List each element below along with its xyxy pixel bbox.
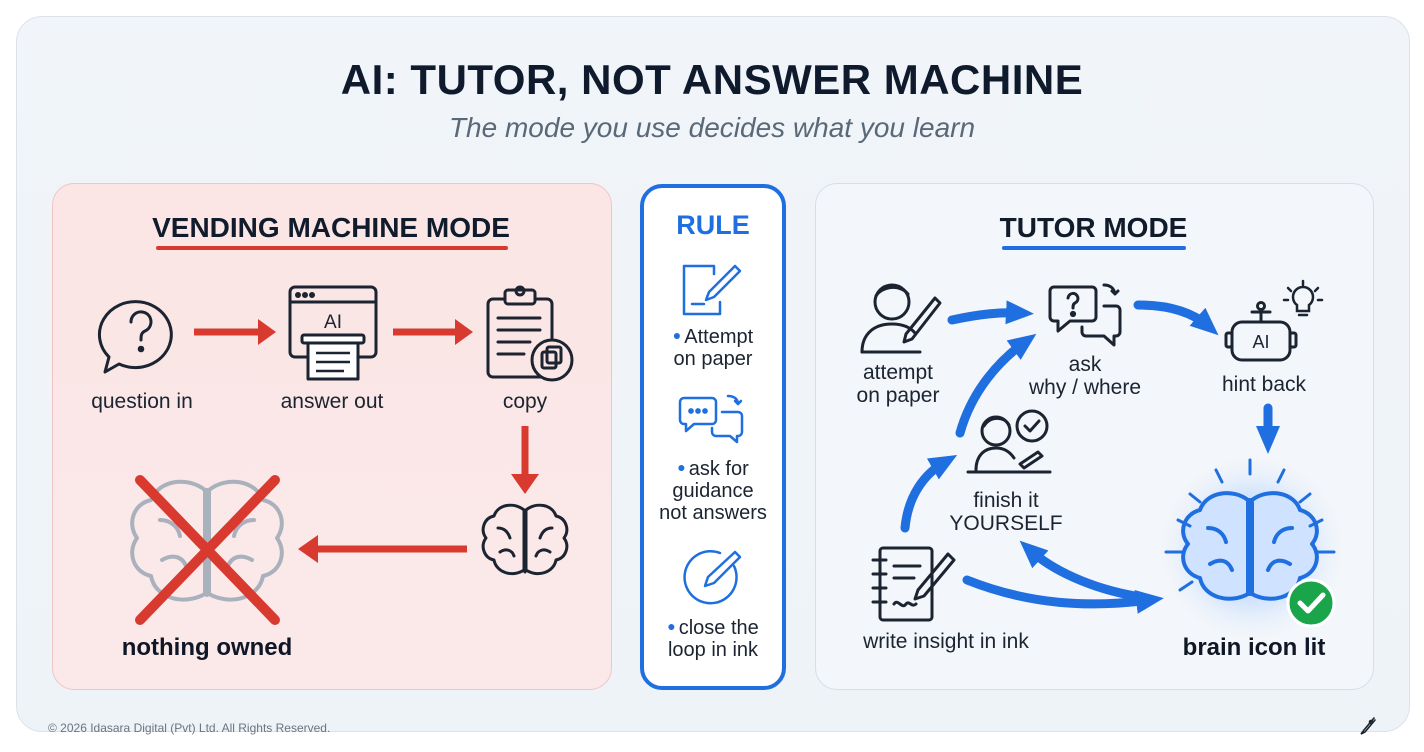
pen-nib-icon xyxy=(1360,717,1376,735)
tutor-heading: TUTOR MODE xyxy=(999,212,1188,243)
attempt-line2: on paper xyxy=(856,384,940,407)
arrow-ask-to-hint xyxy=(1133,300,1219,336)
lightbulb-icon xyxy=(1282,279,1324,317)
cross-out-mark xyxy=(135,475,280,625)
person-writing-icon xyxy=(860,283,942,354)
bullet-icon: ● xyxy=(677,459,686,475)
bullet-icon: ● xyxy=(672,327,682,343)
arrow-attempt-to-ask xyxy=(947,300,1034,325)
question-in-label: question in xyxy=(91,390,193,413)
ask-line2: why / where xyxy=(1028,376,1142,399)
ask-why-where-label: ask why / where xyxy=(1015,353,1155,399)
rule-item-2: ●ask for guidance not answers xyxy=(644,456,782,524)
rule-item-2-line2: guidance xyxy=(672,480,754,502)
hint-back-label: hint back xyxy=(1221,373,1307,396)
finish-it-yourself-label: finish it YOURSELF xyxy=(946,489,1066,535)
rule-item-2-line1: ask for xyxy=(688,458,749,480)
rule-item-2-line3: not answers xyxy=(659,502,767,524)
arrow-write-to-finish xyxy=(900,455,958,533)
rule-item-3-line2: loop in ink xyxy=(667,639,759,661)
rule-item-1-line1: Attempt xyxy=(684,326,754,348)
question-chat-icon xyxy=(1048,283,1122,347)
vending-machine-panel xyxy=(52,183,612,690)
copyright-footer: © 2026 Idasara Digital (Pvt) Ltd. All Ri… xyxy=(48,721,331,735)
vending-heading: VENDING MACHINE MODE xyxy=(152,212,510,243)
brain-icon-lit-label: brain icon lit xyxy=(1182,634,1326,661)
brain-rays xyxy=(1164,458,1336,592)
rule-item-3: ●close the loop in ink xyxy=(644,615,782,661)
check-circle-icon xyxy=(1015,409,1049,443)
arrow-finish-to-ask xyxy=(955,333,1037,438)
question-bubble-icon xyxy=(98,300,173,374)
arrow-write-to-brain xyxy=(962,575,1164,614)
tutor-heading-underline xyxy=(1002,246,1186,250)
success-check-badge xyxy=(1286,578,1336,628)
nothing-owned-label: nothing owned xyxy=(121,634,293,661)
answer-out-label: answer out xyxy=(280,390,384,413)
clipboard-copy-icon xyxy=(486,285,574,382)
rule-item-1: ●Attempt on paper xyxy=(644,324,782,370)
notebook-pen-icon xyxy=(871,546,956,622)
circle-pencil-icon xyxy=(683,549,742,605)
arrow-brain-to-finish xyxy=(1019,540,1140,601)
person-at-desk-icon xyxy=(966,415,1052,474)
finish-line1: finish it xyxy=(973,489,1039,512)
page-subtitle: The mode you use decides what you learn xyxy=(448,112,976,143)
ai-robot-icon xyxy=(1224,301,1298,362)
brain-icon xyxy=(481,503,569,576)
write-insight-label: write insight in ink xyxy=(863,630,1029,653)
paper-pencil-icon xyxy=(682,264,742,316)
rule-item-3-line1: close the xyxy=(678,617,759,639)
attempt-line1: attempt xyxy=(862,361,934,384)
ai-answer-machine-text: AI xyxy=(324,312,342,333)
finish-line2: YOURSELF xyxy=(949,512,1063,535)
rule-heading: RULE xyxy=(676,210,750,240)
bullet-icon: ● xyxy=(667,618,676,634)
ask-line1: ask xyxy=(1068,353,1102,376)
ai-robot-text: AI xyxy=(1252,332,1269,352)
copy-label: copy xyxy=(502,390,548,413)
vending-heading-underline xyxy=(156,246,508,250)
ai-answer-machine-icon xyxy=(288,285,378,381)
rule-item-1-line2: on paper xyxy=(673,348,753,370)
lit-brain-icon xyxy=(1181,491,1319,601)
page-title: AI: TUTOR, NOT ANSWER MACHINE xyxy=(340,56,1084,103)
chat-bubbles-icon xyxy=(678,394,744,444)
attempt-on-paper-label: attempt on paper xyxy=(838,361,958,407)
